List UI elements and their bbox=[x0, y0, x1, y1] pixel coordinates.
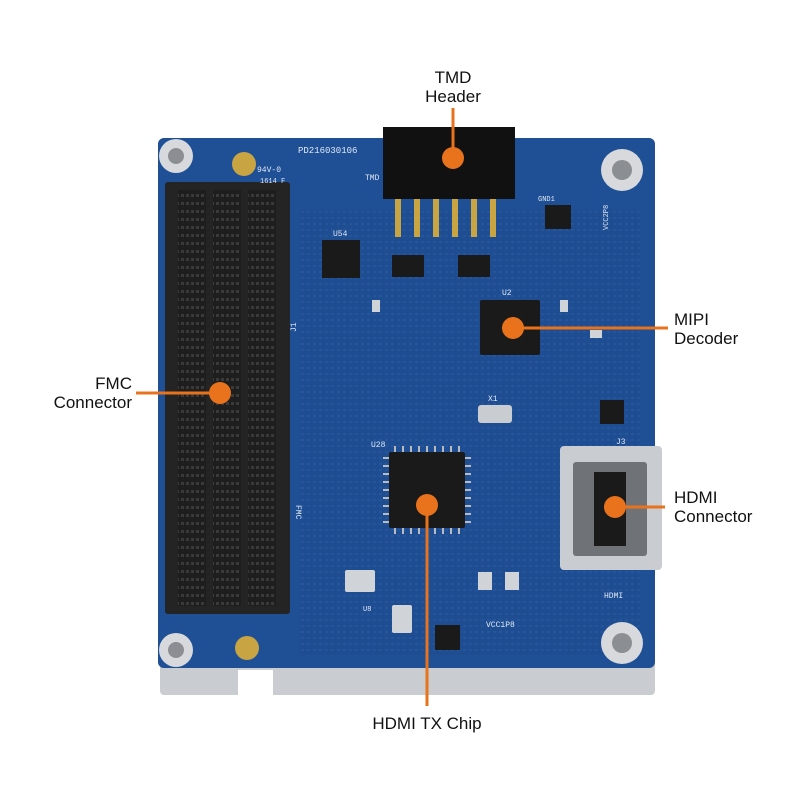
fmc-pin-row-3 bbox=[248, 190, 276, 606]
label-fmc-connector-line-1: FMC bbox=[95, 374, 132, 393]
u54-chip bbox=[322, 240, 360, 278]
label-hdmi-connector-line-1: HDMI bbox=[674, 488, 718, 507]
label-hdmi-connector: HDMI Connector bbox=[674, 488, 752, 526]
small-chip-1 bbox=[392, 255, 424, 277]
silk-u2: U2 bbox=[502, 289, 512, 298]
label-fmc-connector-line-2: Connector bbox=[53, 393, 132, 412]
gold-pad-bottom bbox=[235, 636, 259, 660]
label-mipi-decoder-line-1: MIPI bbox=[674, 310, 709, 329]
callout-mipi-decoder bbox=[502, 317, 668, 339]
silk-j1: J1 bbox=[290, 322, 299, 332]
label-tmd-header-line-2: Header bbox=[425, 87, 481, 106]
mounting-hole-top-left bbox=[159, 139, 193, 173]
silk-u54: U54 bbox=[333, 230, 348, 239]
callout-hdmi-connector bbox=[604, 496, 665, 518]
silk-u28: U28 bbox=[371, 441, 386, 450]
label-hdmi-tx-chip: HDMI TX Chip bbox=[340, 714, 514, 733]
label-tmd-header-line-1: TMD bbox=[434, 68, 472, 87]
callout-hdmi-tx-chip bbox=[416, 494, 438, 706]
label-mipi-decoder-line-2: Decoder bbox=[674, 329, 739, 348]
silk-u8: U8 bbox=[363, 606, 371, 614]
callout-tmd-header bbox=[442, 108, 464, 169]
silk-rating: 94V-0 bbox=[257, 166, 281, 175]
mounting-hole-top-right bbox=[601, 149, 643, 191]
small-chip-2 bbox=[458, 255, 490, 277]
silk-j3: J3 bbox=[616, 438, 626, 447]
label-fmc-connector: FMC Connector bbox=[20, 374, 132, 412]
silk-fmc: FMC bbox=[293, 505, 302, 520]
label-hdmi-tx-chip-line-1: HDMI TX Chip bbox=[372, 714, 482, 733]
mounting-hole-bottom-right bbox=[601, 622, 643, 664]
silk-date-code: 1614 F bbox=[260, 178, 285, 186]
label-mipi-decoder: MIPI Decoder bbox=[674, 310, 738, 348]
callout-fmc-connector bbox=[136, 382, 231, 404]
label-hdmi-connector-line-2: Connector bbox=[674, 507, 753, 526]
silk-board-id: PD216030106 bbox=[298, 146, 357, 156]
hdmi-tx-chip-body bbox=[389, 452, 465, 528]
mounting-hole-bottom-left bbox=[159, 633, 193, 667]
tmd-header-pins bbox=[395, 199, 496, 237]
silk-vcc28: VCC2P8 bbox=[603, 205, 611, 230]
silk-hdmi: HDMI bbox=[604, 592, 623, 601]
label-tmd-header: TMD Header bbox=[400, 68, 506, 106]
crystal-x1 bbox=[478, 405, 512, 423]
mounting-plate-notch bbox=[238, 670, 273, 695]
silk-vcc18: VCC1P8 bbox=[486, 621, 515, 630]
passive-components bbox=[345, 205, 624, 633]
silk-gnd1: GND1 bbox=[538, 196, 555, 204]
silk-x1: X1 bbox=[488, 395, 498, 404]
silk-tmd: TMD bbox=[365, 174, 380, 183]
small-chip-3 bbox=[435, 625, 460, 650]
fmc-pin-row-1 bbox=[178, 190, 206, 606]
gold-pad-top bbox=[232, 152, 256, 176]
